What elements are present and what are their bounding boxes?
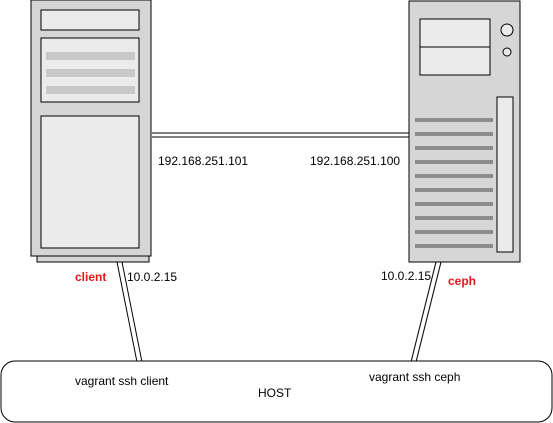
indicator-light-icon xyxy=(502,47,512,57)
ceph-name-label: ceph xyxy=(448,274,476,288)
client-host-link xyxy=(116,261,143,363)
host-label: HOST xyxy=(258,386,292,400)
client-private-ip: 192.168.251.101 xyxy=(158,154,248,168)
power-button-icon xyxy=(500,23,514,37)
client-server xyxy=(30,0,152,263)
client-name-label: client xyxy=(75,270,106,284)
ceph-private-ip: 192.168.251.100 xyxy=(310,154,400,168)
private-network-link xyxy=(152,132,410,138)
client-ssh-command: vagrant ssh client xyxy=(75,374,169,388)
client-nat-ip: 10.0.2.15 xyxy=(127,270,177,284)
ceph-nat-ip: 10.0.2.15 xyxy=(381,269,431,283)
ceph-server xyxy=(408,0,521,263)
host-box xyxy=(0,360,553,423)
ceph-ssh-command: vagrant ssh ceph xyxy=(369,370,460,384)
ceph-vents xyxy=(415,118,493,248)
ceph-host-link xyxy=(410,261,442,363)
